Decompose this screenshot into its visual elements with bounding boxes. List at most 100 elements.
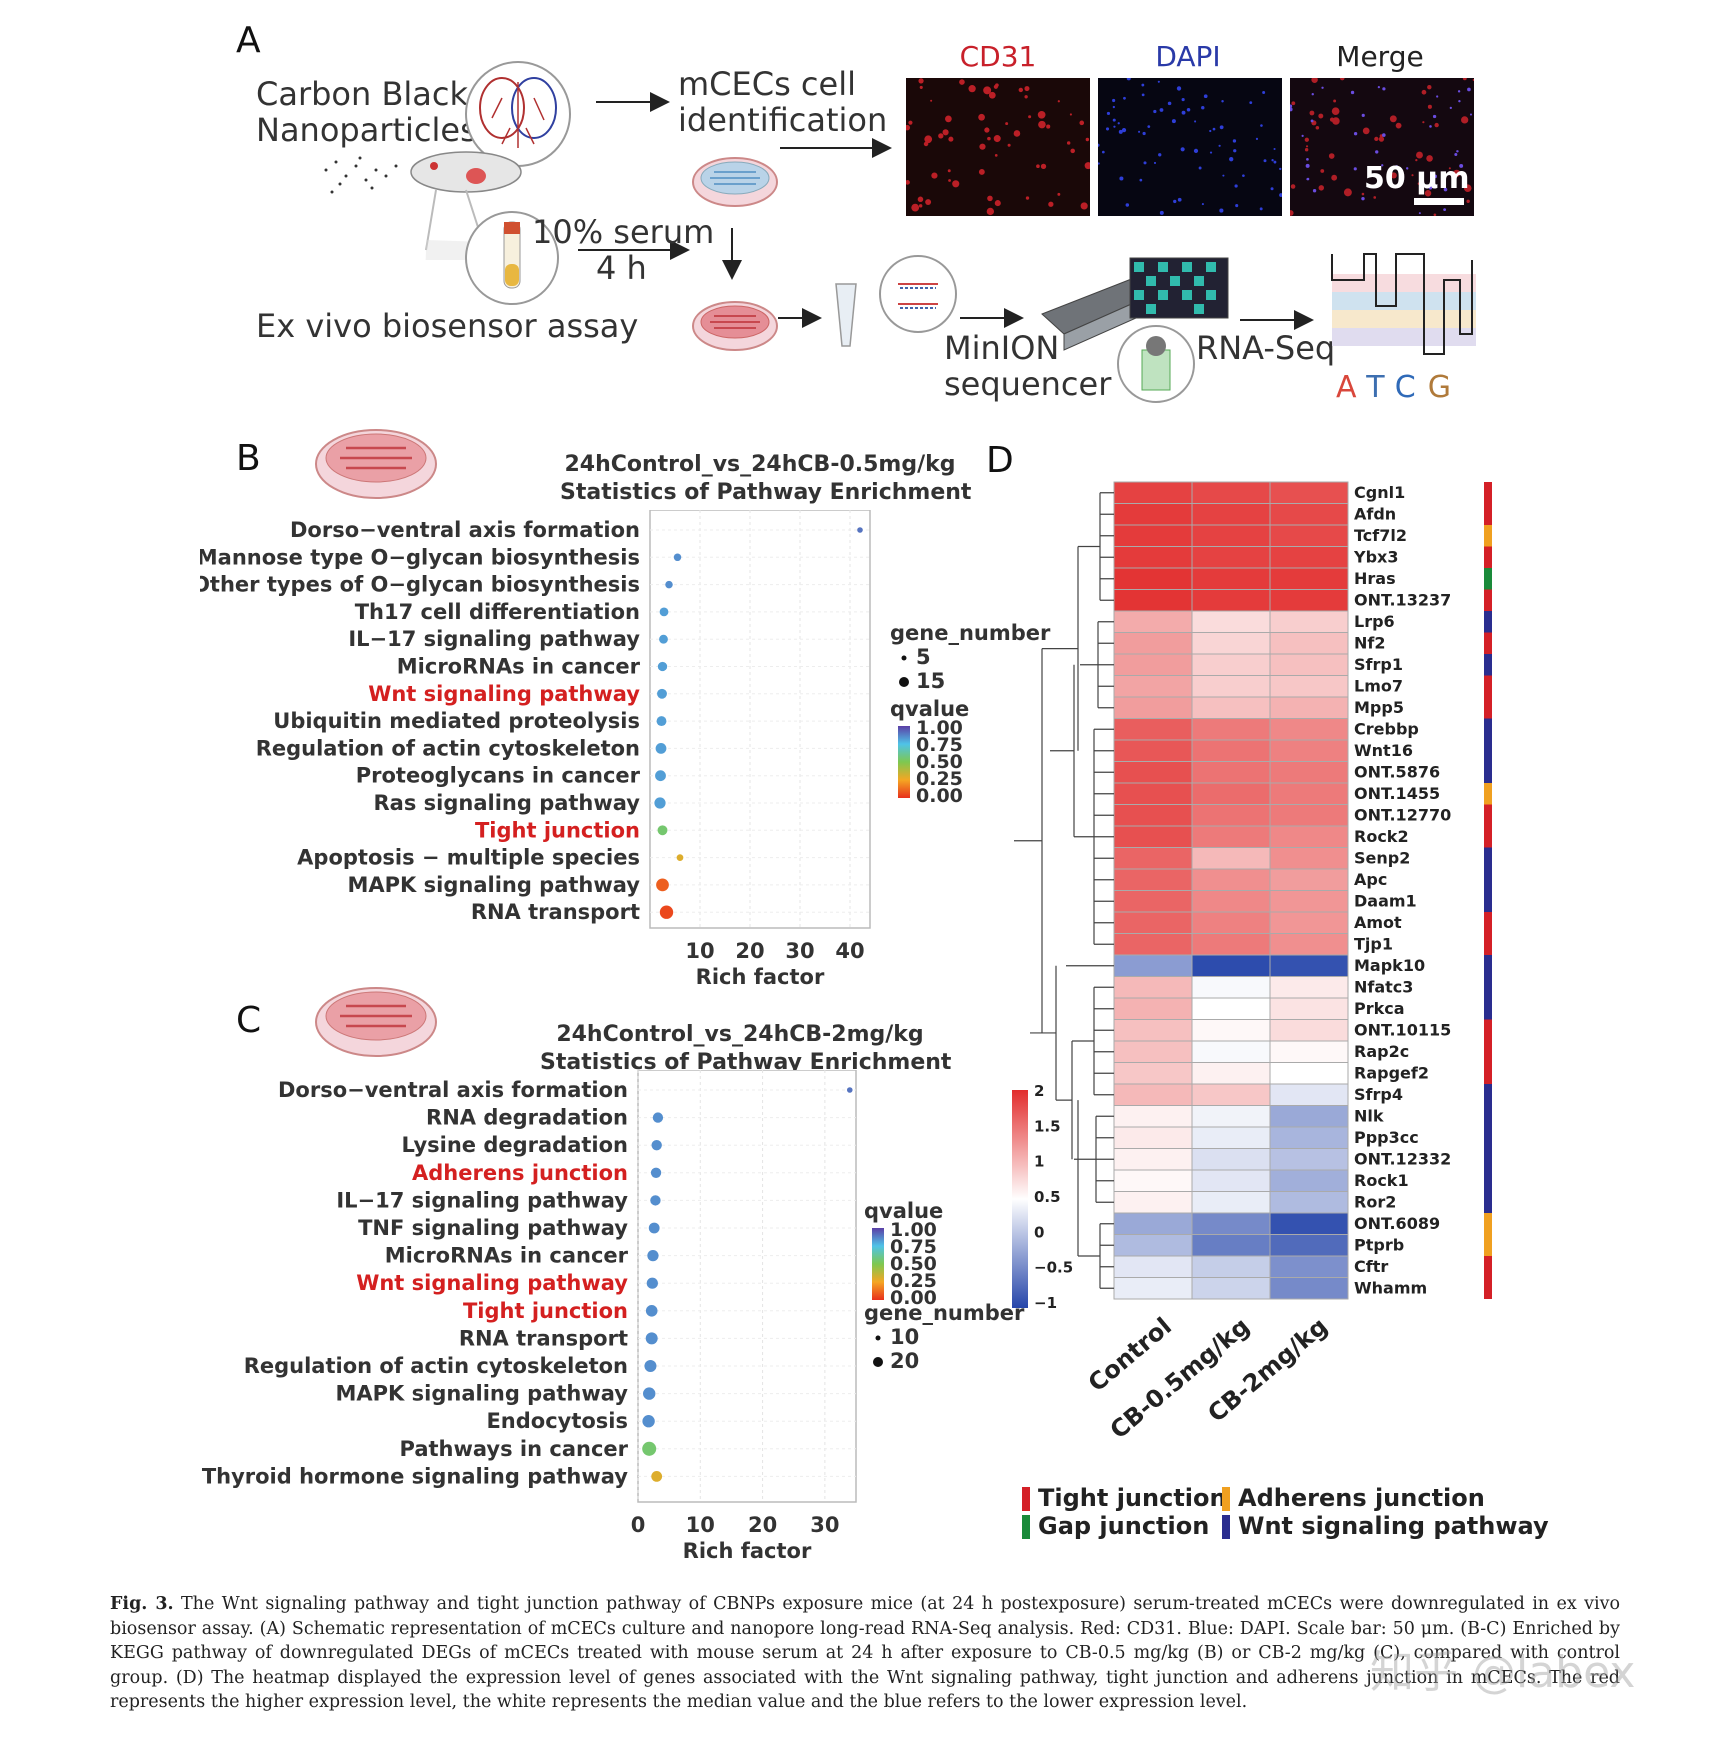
pathway-label: RNA degradation: [426, 1106, 628, 1130]
heatmap-cell: [1113, 589, 1193, 612]
enrichment-point: [651, 1140, 662, 1151]
cell-speck: [1461, 116, 1469, 124]
heatmap-cell: [1269, 503, 1349, 526]
pathway-label: Regulation of actin cytoskeleton: [256, 736, 640, 760]
pathway-label: Dorso−ventral axis formation: [278, 1078, 628, 1102]
cell-speck: [1339, 78, 1345, 81]
pathway-label: Mannose type O−glycan biosynthesis: [200, 545, 640, 569]
cell-speck: [1456, 150, 1459, 153]
gene-label: Whamm: [1354, 1279, 1427, 1298]
heatmap-cell: [1269, 718, 1349, 741]
cell-speck: [1382, 87, 1386, 91]
cell-speck: [1433, 213, 1437, 216]
gene-label: Rock2: [1354, 827, 1409, 846]
assay-label: Ex vivo biosensor assay: [256, 307, 639, 345]
heatmap-cell: [1191, 696, 1271, 719]
legend-size-title: gene_number: [864, 1301, 1025, 1325]
gene-label: ONT.13237: [1354, 591, 1451, 610]
pathway-annotation-bar: [1484, 482, 1492, 504]
heatmap-cell: [1191, 1255, 1271, 1278]
heatmap-cell: [1191, 1234, 1271, 1257]
cell-speck: [1318, 185, 1325, 191]
cell-speck: [1331, 174, 1338, 181]
cell-speck: [1331, 107, 1340, 116]
heatmap-cell: [1113, 1062, 1193, 1085]
legend-qvalue-ramp: [898, 726, 910, 798]
culture-dish-top: [692, 157, 778, 207]
heatmap-cell: [1113, 567, 1193, 590]
cell-speck: [1198, 166, 1202, 170]
pathway-annotation-bar: [1484, 611, 1492, 633]
cell-speck: [988, 91, 996, 99]
cell-speck: [906, 180, 910, 185]
pathway-label: Tight junction: [475, 818, 640, 842]
cell-speck: [1126, 78, 1131, 81]
enrichment-point: [647, 1249, 659, 1262]
cell-speck: [1262, 90, 1266, 94]
gene-label: Lrp6: [1354, 612, 1395, 631]
heatmap-cell: [1113, 503, 1193, 526]
cell-speck: [1203, 94, 1208, 99]
heatmap-cell: [1191, 546, 1271, 569]
nanoparticles-label: Nanoparticles: [256, 111, 477, 149]
cell-speck: [994, 154, 998, 157]
pathway-label: Thyroid hormone signaling pathway: [202, 1464, 628, 1488]
cell-speck: [1098, 162, 1100, 165]
gene-label: Tjp1: [1354, 935, 1393, 954]
enrichment-point: [652, 1112, 664, 1123]
cell-speck: [1194, 120, 1197, 123]
pathway-label: Lysine degradation: [402, 1133, 629, 1157]
cell-speck: [1105, 127, 1110, 131]
gene-label: Sfrp4: [1354, 1085, 1403, 1104]
legend-size-value: 20: [890, 1349, 919, 1373]
cell-speck: [1306, 158, 1309, 161]
cell-speck: [948, 179, 951, 182]
heatmap-color-scale: [1012, 1090, 1028, 1308]
cell-speck: [1361, 192, 1365, 196]
heatmap-cell: [1113, 1019, 1193, 1042]
cd31-micrograph: [906, 78, 1090, 216]
minion-label-line2: sequencer: [944, 365, 1112, 403]
heatmap-cell: [1191, 1019, 1271, 1042]
cell-speck: [1125, 203, 1130, 207]
cell-speck: [1153, 109, 1157, 114]
heatmap-cell: [1191, 761, 1271, 784]
gene-label: Amot: [1354, 913, 1402, 932]
cell-speck: [1389, 115, 1397, 123]
heatmap-cell: [1269, 954, 1349, 977]
cell-speck: [1037, 110, 1046, 119]
heatmap-cell: [1191, 868, 1271, 891]
pathway-annotation-bar: [1484, 783, 1492, 805]
heatmap-cell: [1191, 997, 1271, 1020]
heatmap-cell: [1191, 804, 1271, 827]
heatmap-cell: [1113, 1212, 1193, 1235]
cell-speck: [1305, 163, 1310, 168]
dendrogram-branch: [1014, 648, 1043, 1033]
cell-speck: [987, 136, 991, 141]
heatmap-cell: [1191, 1212, 1271, 1235]
cell-speck: [1212, 127, 1216, 131]
pathway-label: Tight junction: [463, 1299, 628, 1323]
heatmap-cell: [1269, 481, 1349, 504]
enrichment-point: [645, 1304, 658, 1317]
enrichment-point: [645, 1332, 658, 1345]
cell-speck: [1270, 187, 1274, 191]
gene-label: Daam1: [1354, 892, 1417, 911]
gene-label: Sfrp1: [1354, 655, 1403, 674]
heatmap-cell: [1269, 589, 1349, 612]
cell-speck: [1427, 85, 1432, 90]
cell-speck: [1434, 122, 1439, 128]
heatmap-cell: [1113, 1169, 1193, 1192]
pathway-annotation-bar: [1484, 632, 1492, 654]
gene-label: Afdn: [1354, 505, 1396, 524]
cell-speck: [1431, 172, 1436, 176]
pathway-annotation-bar: [1484, 740, 1492, 762]
cell-speck: [1411, 174, 1414, 177]
cell-speck: [923, 141, 929, 147]
pathway-label: Dorso−ventral axis formation: [290, 518, 640, 542]
pathway-annotation-bar: [1484, 675, 1492, 697]
cell-speck: [925, 199, 932, 206]
heatmap-cell: [1269, 761, 1349, 784]
heatmap-cell: [1269, 696, 1349, 719]
cell-speck: [1138, 130, 1141, 133]
